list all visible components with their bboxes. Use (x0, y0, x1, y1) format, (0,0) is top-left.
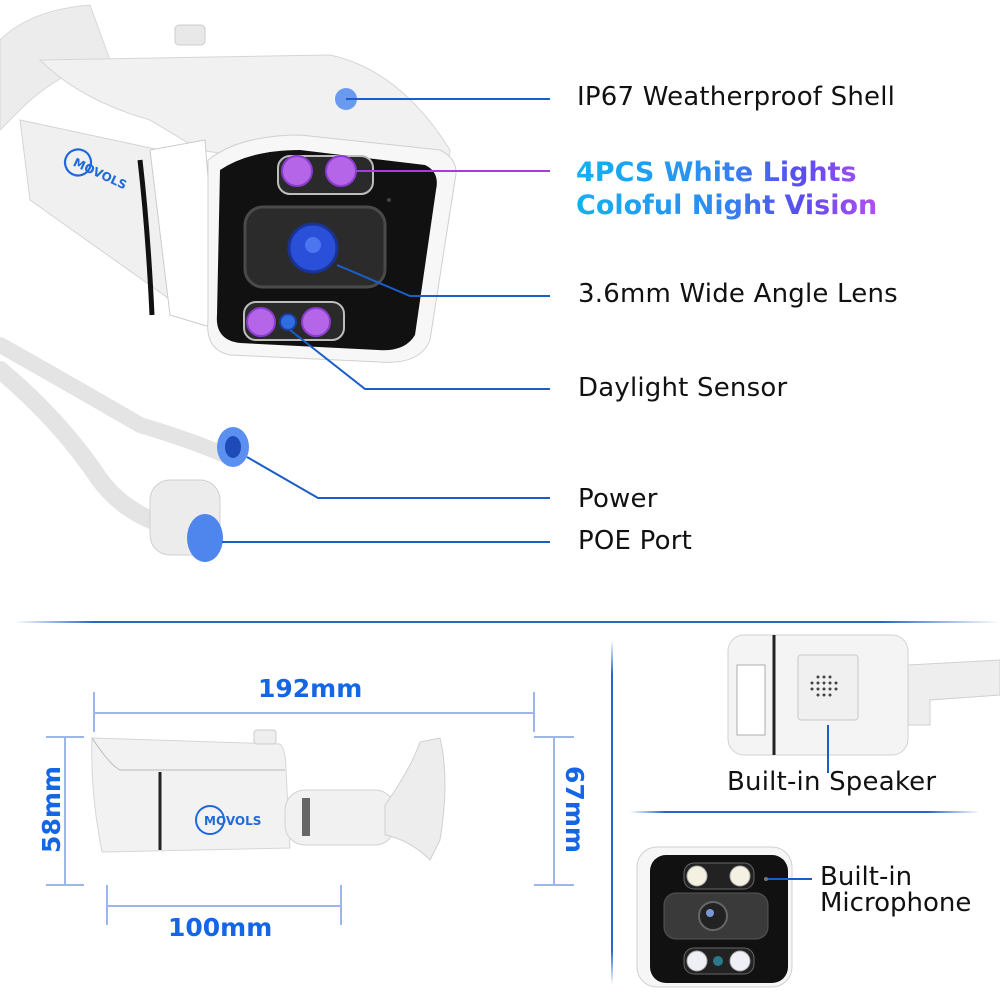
dim-tick (46, 736, 84, 738)
callout-lights: 4PCS White Lights Coloful Night Vision (576, 156, 877, 222)
callout-poe: POE Port (578, 526, 692, 556)
dim-line-body (106, 905, 342, 907)
power-connector-icon (225, 436, 241, 458)
callout-lens: 3.6mm Wide Angle Lens (578, 279, 898, 309)
dim-total-length: 192mm (258, 674, 363, 703)
poe-port-icon (187, 514, 223, 562)
led-icon (301, 307, 331, 337)
dim-body-length: 100mm (168, 913, 273, 942)
dim-tick (106, 885, 108, 925)
leader-lines (222, 98, 550, 543)
feature-microphone: Built-in Microphone (820, 864, 971, 916)
camera-front-illustration: MOVOLS (0, 4, 457, 562)
camera-side-illustration: MOVOLS (91, 729, 446, 861)
dim-tick (533, 692, 535, 732)
camera-bottom-illustration (727, 634, 1000, 773)
callout-sensor: Daylight Sensor (578, 373, 788, 403)
vertical-divider (611, 640, 613, 985)
dim-tick (534, 736, 574, 738)
led-icon (281, 155, 313, 187)
right-panel-divider (630, 811, 980, 813)
speaker-grille-icon (810, 675, 838, 697)
daylight-sensor-icon (279, 313, 297, 331)
dim-line-total (93, 712, 535, 714)
dim-tick (93, 692, 95, 732)
feature-microphone-line2: Microphone (820, 888, 972, 918)
callout-power: Power (578, 484, 658, 514)
dim-mount-height: 67mm (559, 766, 589, 853)
feature-speaker: Built-in Speaker (727, 767, 937, 797)
callout-shell: IP67 Weatherproof Shell (577, 82, 896, 112)
dim-body-height: 58mm (36, 766, 66, 853)
callout-lights-line2: Coloful Night Vision (576, 190, 878, 221)
dim-tick (534, 884, 574, 886)
dim-tick (340, 885, 342, 925)
callout-lights-line1: 4PCS White Lights (576, 156, 877, 189)
camera-front-small-illustration (636, 846, 812, 988)
feature-microphone-line1: Built-in (820, 862, 913, 892)
brand-logo-side: MOVOLS (204, 814, 261, 828)
dim-line-mount (553, 737, 555, 885)
dim-line-height (64, 737, 66, 885)
led-icon (246, 307, 276, 337)
microphone-hole-icon (764, 877, 768, 881)
lens-icon (698, 901, 728, 931)
dim-tick (46, 884, 84, 886)
horizontal-divider (15, 621, 1000, 623)
